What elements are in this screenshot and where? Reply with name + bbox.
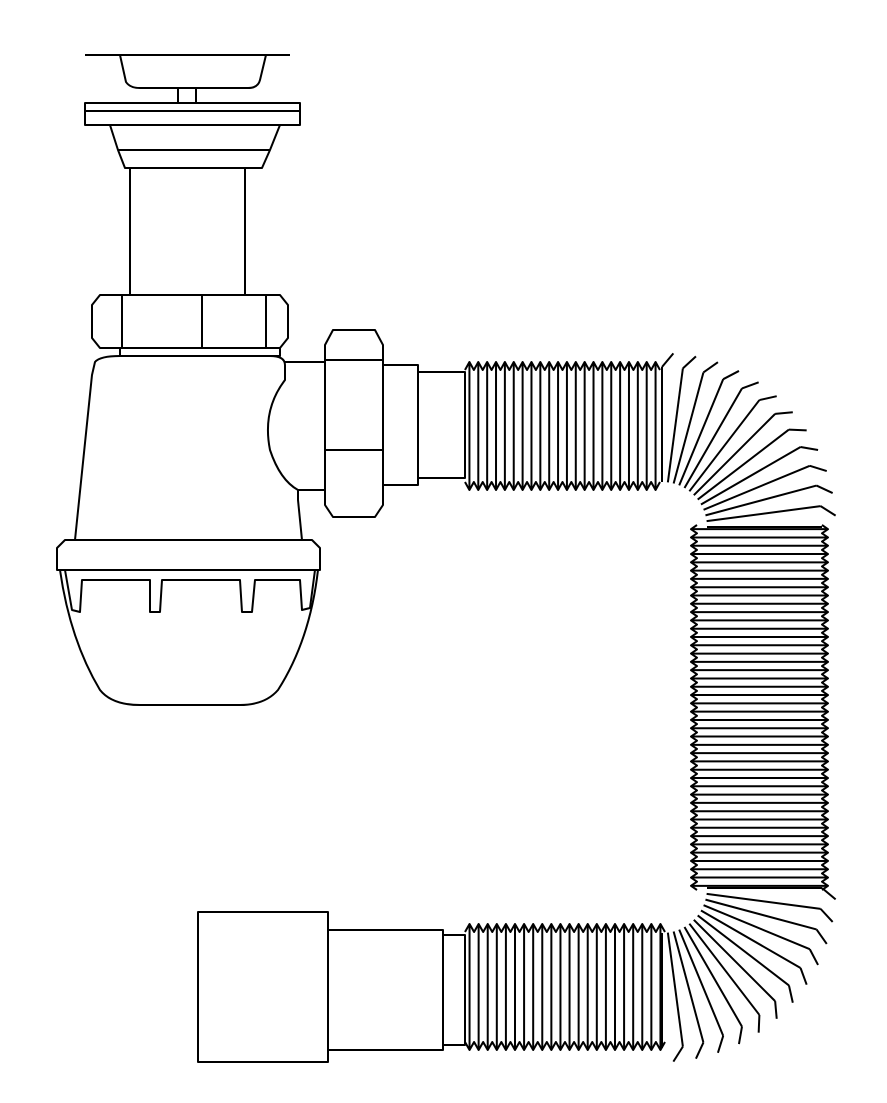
hose-upper-bend-fold [666,368,684,483]
hose-upper-bend-fold [693,413,776,496]
hose-upper-bend-fold-tip [788,428,807,432]
corrugated-hose [464,352,837,1063]
hose-lower-bend-fold-tip [695,1042,705,1060]
hose-lower-bend-fold-tip [774,1001,778,1019]
side-nut [324,329,384,518]
hose-upper-bend-fold-tip [759,395,777,402]
hose-upper-bend-fold [678,378,725,486]
hose-upper-bend-fold-tip [661,352,675,368]
hose-upper-bend-fold-tip [741,381,760,390]
hose-upper-bend-fold-tip [775,411,793,415]
hose-bottom-edge [464,1041,666,1051]
hose-upper-bend-fold [697,428,790,501]
hose-lower-bend-fold [705,898,817,931]
hose-upper-bend-fold-tip [702,361,719,374]
hose-lower-bend-fold [666,932,684,1047]
upper-nut [91,294,289,357]
hose-lower-bend-fold-tip [799,967,808,986]
hose-lower-bend-fold-tip [821,887,837,901]
hose-upper-bend-fold-tip [722,370,740,381]
hose-lower-bend-fold-tip [672,1046,684,1063]
hose-lower-bend-fold-tip [819,908,834,923]
vertical-pipe [129,167,246,296]
hose-upper-bend-fold [705,484,817,517]
sink-flange [84,102,301,169]
hose-lower-bend-fold-tip [815,928,828,945]
hose-top-edge [464,361,661,371]
drain-plug [85,54,290,104]
hose-upper-bend-fold-tip [682,355,697,370]
hose-upper-bend-fold [683,387,743,489]
hose-upper-bend-fold-tip [800,446,819,452]
siphon-body [74,355,325,541]
hose-lower-bend-fold [703,904,811,951]
hose-top-edge [464,481,661,491]
hose-lower-bend-fold [678,929,725,1037]
hose-lower-bend-fold [706,892,821,910]
hose-lower-bend-fold [697,914,790,987]
hose-upper-bend-fold [703,464,811,511]
hose-upper-bend-fold [700,446,802,506]
outlet-pipe [382,364,466,486]
bottle-trap-cup [56,539,321,706]
hose-lower-bend-fold [683,926,743,1028]
hose-upper-bend-fold-tip [816,484,834,494]
hose-upper-bend-fold [706,505,821,523]
hose-lower-bend-fold [672,931,705,1043]
bottom-outlet-adapter [197,911,466,1063]
hose-vertical-edge [690,524,698,891]
hose-upper-bend-fold [688,399,761,492]
hose-upper-bend-fold-tip [809,464,828,473]
hose-lower-bend-fold [688,923,761,1016]
hose-bottom-edge [464,923,666,933]
hose-upper-bend-fold-tip [820,505,837,517]
hose-lower-bend-fold [700,909,802,969]
hose-lower-bend-fold-tip [716,1035,725,1054]
hose-lower-bend-fold-tip [787,985,794,1003]
hose-lower-bend-fold-tip [757,1014,761,1033]
hose-lower-bend-fold [693,919,776,1002]
hose-upper-bend-fold [672,372,705,484]
hose-lower-bend-fold-tip [808,948,819,966]
hose-lower-bend-fold-tip [737,1026,743,1045]
hose-vertical-edge [821,524,829,891]
